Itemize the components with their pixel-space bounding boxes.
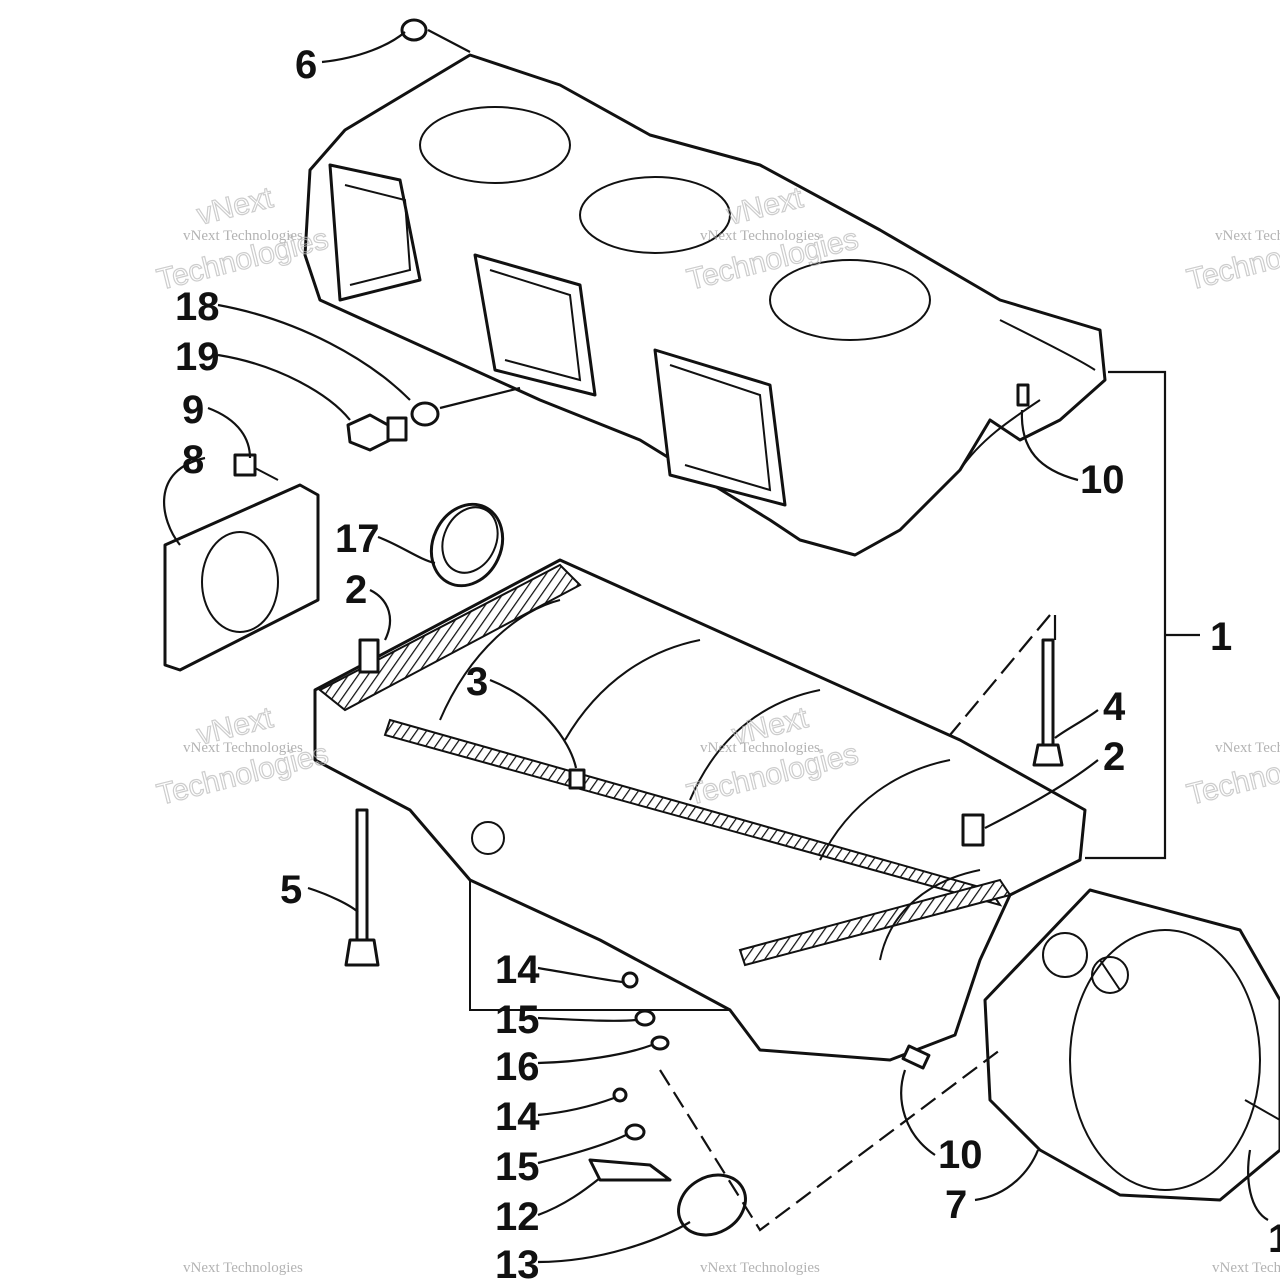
callout-10: 10 (1080, 458, 1125, 502)
callouts: 6 18 19 9 8 17 2 3 10 1 4 2 5 14 15 16 1… (175, 43, 1280, 1280)
watermark: vNext Technologies (1215, 740, 1280, 756)
callout-3: 3 (466, 660, 488, 704)
watermark: vNext Technologies (700, 740, 820, 756)
callout-8: 8 (182, 438, 204, 482)
callout-18: 18 (175, 285, 220, 329)
callout-13: 13 (495, 1243, 540, 1280)
watermark: vNext Technologies (183, 740, 303, 756)
callout-1: 1 (1210, 615, 1232, 659)
callout-10: 10 (938, 1133, 983, 1177)
cover-plate (163, 483, 320, 672)
callout-2: 2 (1103, 735, 1125, 779)
watermark: vNext Technologies (1215, 228, 1280, 244)
callout-9: 9 (182, 388, 204, 432)
watermark: vNext Technologies (1212, 1260, 1280, 1276)
watermark: vNext Technologies (700, 1260, 820, 1276)
callout-15: 15 (495, 998, 540, 1042)
watermark: vNext Technologies (183, 1260, 303, 1276)
lower-crankcase (313, 558, 1087, 1062)
watermark-top: vNext (194, 181, 277, 232)
callout-5: 5 (280, 868, 302, 912)
callout-12: 12 (495, 1195, 540, 1239)
upper-crankcase (303, 53, 1107, 557)
watermark: vNext Technologies (183, 228, 303, 244)
callout-15: 15 (495, 1145, 540, 1189)
callout-14: 14 (495, 1095, 540, 1139)
flywheel-housing (983, 888, 1280, 1202)
leader-lines (163, 29, 1269, 1264)
callout-4: 4 (1103, 685, 1126, 729)
watermark: vNext Technologies (700, 228, 820, 244)
seal-ring (429, 502, 505, 588)
callout-19: 19 (175, 335, 220, 379)
callout-6: 6 (295, 43, 317, 87)
small-parts (233, 18, 1280, 1237)
callout-1-cropped: 1 (1268, 1217, 1280, 1261)
callout-2: 2 (345, 568, 367, 612)
callout-17: 17 (335, 517, 380, 561)
callout-7: 7 (945, 1183, 967, 1227)
callout-14: 14 (495, 948, 540, 992)
callout-16: 16 (495, 1045, 540, 1089)
